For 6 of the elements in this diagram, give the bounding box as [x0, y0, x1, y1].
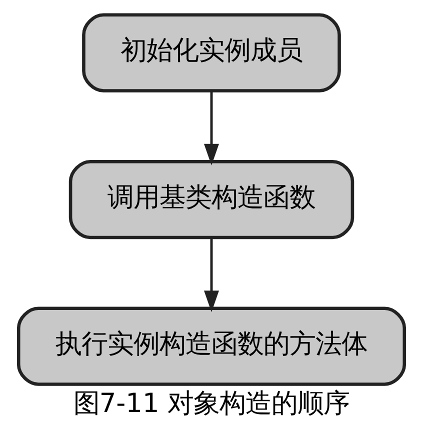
node-box: 执行实例构造函数的方法体: [16, 306, 406, 386]
arrow: [204, 238, 220, 312]
node-box: 调用基类构造函数: [68, 160, 354, 240]
caption: 图7-11 对象构造的顺序: [73, 388, 350, 419]
arrow: [204, 91, 220, 166]
node-box: 初始化实例成员: [82, 13, 341, 92]
